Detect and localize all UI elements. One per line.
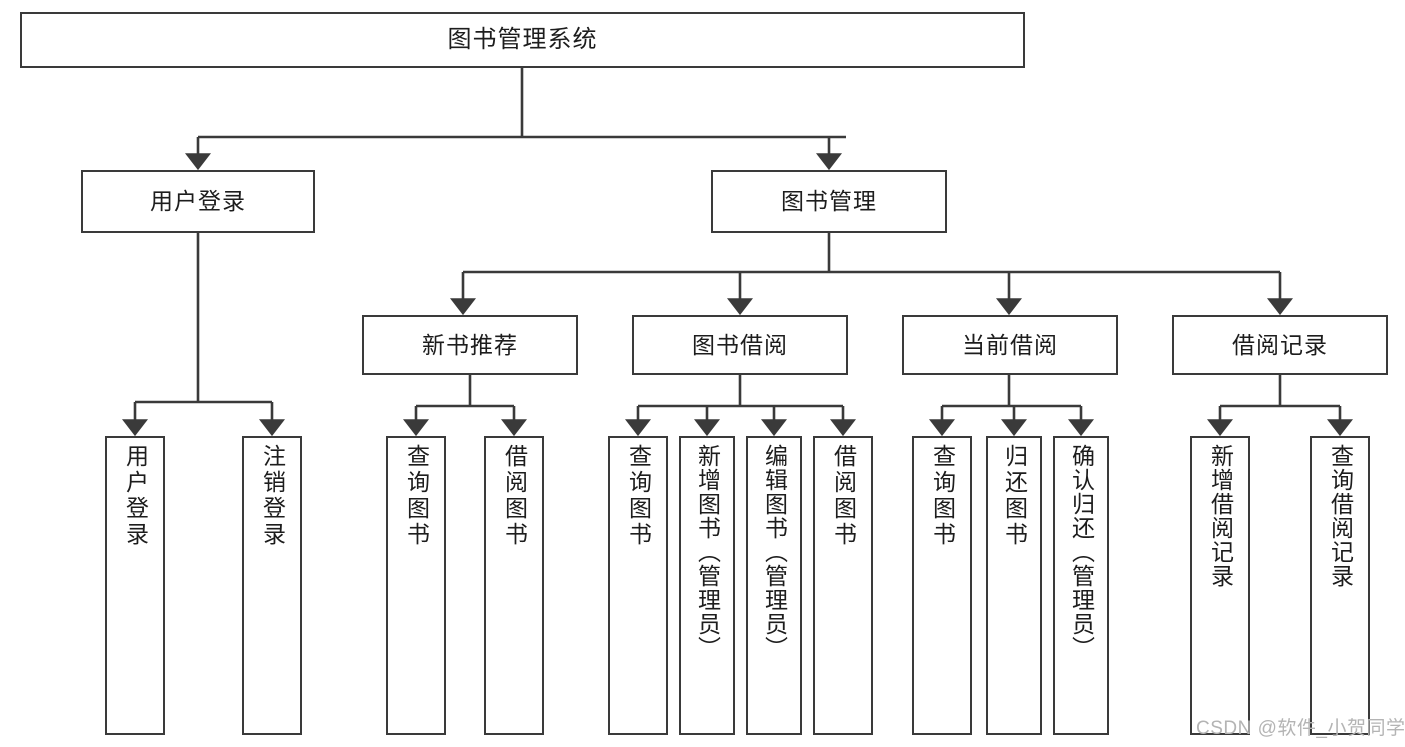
leaf-edit-book-admin[interactable]: 编辑图书（管理员） (746, 436, 802, 735)
node-label: 用户登录 (122, 444, 149, 548)
node-user-login[interactable]: 用户登录 (81, 170, 315, 233)
edge-borrowrecord-to-leaves (1207, 375, 1353, 437)
node-current-borrow[interactable]: 当前借阅 (902, 315, 1118, 375)
node-label: 确认归还（管理员） (1068, 444, 1095, 660)
csdn-watermark: CSDN @软件_小贺同学 (1196, 718, 1405, 739)
edge-newbook-to-leaves (403, 375, 527, 437)
node-book-management[interactable]: 图书管理 (711, 170, 947, 233)
node-label: 图书管理系统 (447, 26, 598, 53)
node-label: 图书管理 (781, 188, 877, 214)
node-label: 归还图书 (1001, 444, 1028, 548)
leaf-logout-login[interactable]: 注销登录 (242, 436, 302, 735)
node-borrow-record[interactable]: 借阅记录 (1172, 315, 1388, 375)
leaf-user-login[interactable]: 用户登录 (105, 436, 165, 735)
leaf-query-book-recommend[interactable]: 查询图书 (386, 436, 446, 735)
node-label: 借阅记录 (1232, 331, 1328, 358)
node-label: 注销登录 (259, 444, 286, 548)
leaf-confirm-return-admin[interactable]: 确认归还（管理员） (1053, 436, 1109, 735)
node-label: 用户登录 (150, 188, 246, 214)
leaf-return-book[interactable]: 归还图书 (986, 436, 1042, 735)
node-label: 图书借阅 (692, 331, 788, 358)
leaf-add-book-admin[interactable]: 新增图书（管理员） (679, 436, 735, 735)
node-label: 查询图书 (625, 444, 652, 548)
edge-root-to-level1 (185, 68, 846, 171)
leaf-query-book-current[interactable]: 查询图书 (912, 436, 972, 735)
node-label: 查询借阅记录 (1327, 444, 1354, 588)
node-root-book-management-system[interactable]: 图书管理系统 (20, 12, 1025, 68)
leaf-borrow-book[interactable]: 借阅图书 (813, 436, 873, 735)
node-label: 编辑图书（管理员） (761, 444, 788, 660)
edge-userlogin-to-leaves (122, 233, 285, 437)
node-label: 查询图书 (929, 444, 956, 548)
node-label: 新增借阅记录 (1207, 444, 1234, 588)
leaf-borrow-book-recommend[interactable]: 借阅图书 (484, 436, 544, 735)
edge-bookmanage-to-level2 (450, 233, 1293, 316)
leaf-add-borrow-record[interactable]: 新增借阅记录 (1190, 436, 1250, 735)
node-label: 借阅图书 (830, 444, 857, 548)
edge-currentborrow-to-leaves (929, 375, 1094, 437)
node-label: 借阅图书 (501, 444, 528, 548)
edge-bookborrow-to-leaves (625, 375, 856, 437)
node-label: 新书推荐 (422, 331, 518, 358)
leaf-query-book-borrow[interactable]: 查询图书 (608, 436, 668, 735)
node-label: 当前借阅 (962, 331, 1058, 358)
node-label: 查询图书 (403, 444, 430, 548)
node-label: 新增图书（管理员） (694, 444, 721, 660)
node-book-borrow[interactable]: 图书借阅 (632, 315, 848, 375)
leaf-query-borrow-record[interactable]: 查询借阅记录 (1310, 436, 1370, 735)
node-new-book-recommend[interactable]: 新书推荐 (362, 315, 578, 375)
